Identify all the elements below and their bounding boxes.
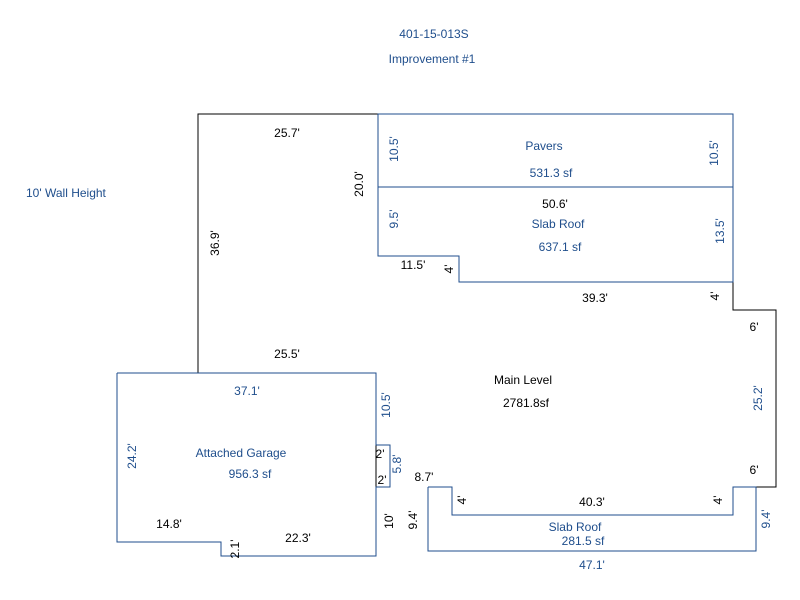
dim-bslab-right: 9.4'	[759, 510, 773, 529]
dim-main-4: 4'	[708, 292, 722, 301]
dim-main-top: 39.3'	[582, 291, 608, 305]
slab-roof-bottom-area: 281.5 sf	[562, 534, 605, 548]
main-level-area: 2781.8sf	[503, 396, 550, 410]
dim-pavers-right: 10.5'	[707, 140, 721, 166]
garage-outline	[116, 372, 391, 557]
dim-bslab-4c: 4'	[455, 496, 469, 505]
slab-roof-top-name: Slab Roof	[532, 217, 585, 231]
dim-right-25-2: 25.2'	[751, 385, 765, 411]
pavers-name: Pavers	[525, 139, 562, 153]
dim-notch-4: 4'	[442, 265, 456, 274]
slab-roof-bottom-name: Slab Roof	[549, 520, 602, 534]
parcel-id: 401-15-013S	[399, 27, 468, 41]
wall-height-note: 10' Wall Height	[26, 186, 107, 200]
dim-slab-width: 50.6'	[542, 197, 568, 211]
dim-garage-14-8: 14.8'	[156, 517, 182, 531]
dim-slab-left: 9.5'	[387, 210, 401, 229]
dim-mid: 25.5'	[274, 347, 300, 361]
dim-garage-22-3: 22.3'	[285, 531, 311, 545]
dim-bslab-40-3: 40.3'	[579, 495, 605, 509]
dim-step-2b: 2'	[378, 473, 387, 487]
dim-garage-top: 37.1'	[234, 384, 260, 398]
dim-garage-2-1: 2.1'	[228, 540, 242, 559]
slab-roof-top-outline	[377, 187, 734, 283]
dim-garage-right: 10.5'	[379, 392, 393, 418]
improvement-title: Improvement #1	[389, 52, 476, 66]
pavers-area: 531.3 sf	[530, 166, 573, 180]
dim-bslab-left: 9.4'	[406, 511, 420, 530]
dim-step-5-8: 5.8'	[390, 455, 404, 474]
main-level-outline	[197, 113, 777, 488]
main-level-name: Main Level	[494, 373, 552, 387]
dim-step-8-7: 8.7'	[415, 470, 434, 484]
dim-garage-left: 24.2'	[125, 443, 139, 469]
dim-right-6b: 6'	[750, 463, 759, 477]
dim-left: 36.9'	[208, 230, 222, 256]
dim-right-6a: 6'	[750, 320, 759, 334]
garage-name: Attached Garage	[196, 446, 287, 460]
dim-notch: 11.5'	[401, 258, 426, 272]
slab-roof-bottom-outline	[427, 486, 757, 552]
dim-bslab-4d: 4'	[711, 496, 725, 505]
dim-inner-20: 20.0'	[352, 171, 366, 197]
dim-step-2a: 2'	[376, 447, 385, 461]
dim-bslab-47-1: 47.1'	[579, 558, 605, 572]
dim-top: 25.7'	[274, 126, 300, 140]
slab-roof-top-area: 637.1 sf	[539, 240, 582, 254]
dim-pavers-left: 10.5'	[387, 136, 401, 162]
pavers-outline	[377, 113, 734, 188]
dim-garage-10: 10'	[382, 513, 396, 529]
garage-area: 956.3 sf	[229, 467, 272, 481]
dim-slab-right: 13.5'	[713, 218, 727, 244]
